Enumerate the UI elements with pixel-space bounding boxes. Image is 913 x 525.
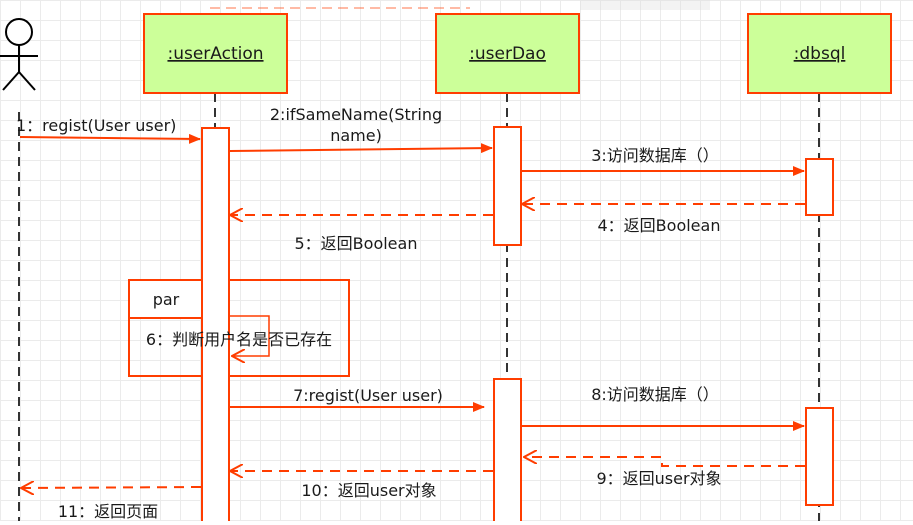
lifeline-box-userDao[interactable]: :userDao (435, 13, 580, 94)
activation-dbsql-2[interactable] (805, 407, 834, 506)
par-operator-label: par (153, 290, 180, 309)
activation-userAction[interactable] (201, 127, 230, 524)
activation-userDao-1[interactable] (493, 126, 522, 246)
message-labels: 1：regist(User user) 2:ifSameName(String … (16, 105, 722, 521)
activation-userDao-2[interactable] (493, 378, 522, 524)
message-label-11: 11：返回页面 (58, 502, 158, 521)
message-arrow-6[interactable] (230, 315, 270, 356)
message-label-8: 8:访问数据库（） (591, 385, 719, 404)
lifeline-label: :userAction (167, 44, 263, 64)
par-fragment[interactable]: par (128, 279, 350, 377)
message-label-6: 6：判断用户名是否已存在 (146, 330, 332, 349)
activations (201, 126, 834, 524)
actor-leg-right (18, 71, 36, 91)
lifeline-label: :dbsql (794, 44, 846, 64)
message-label-4: 4：返回Boolean (598, 216, 721, 235)
lifeline-box-dbsql[interactable]: :dbsql (747, 13, 892, 94)
message-label-2-line2: name) (330, 126, 382, 145)
activation-dbsql-1[interactable] (805, 158, 834, 216)
message-arrow-9[interactable] (524, 457, 805, 467)
lifeline-box-userAction[interactable]: :userAction (143, 13, 288, 94)
par-fragment-frame (128, 279, 350, 377)
message-label-7: 7:regist(User user) (293, 386, 443, 405)
message-label-10: 10：返回user对象 (301, 481, 436, 500)
message-label-5: 5：返回Boolean (295, 234, 418, 253)
message-label-3: 3:访问数据库（） (591, 146, 719, 165)
background-residue (210, 0, 710, 10)
messages (19, 133, 805, 488)
lifeline-label: :userDao (469, 44, 546, 64)
message-arrow-1[interactable] (19, 133, 201, 144)
message-arrow-2[interactable] (229, 143, 493, 154)
message-label-9: 9：返回user对象 (596, 469, 721, 488)
message-arrow-11[interactable] (21, 487, 202, 488)
actor-head (5, 18, 33, 46)
actor[interactable] (0, 18, 38, 91)
message-label-1: 1：regist(User user) (16, 116, 176, 135)
actor-leg-left (2, 71, 20, 91)
message-label-2-line1: 2:ifSameName(String (270, 105, 442, 124)
